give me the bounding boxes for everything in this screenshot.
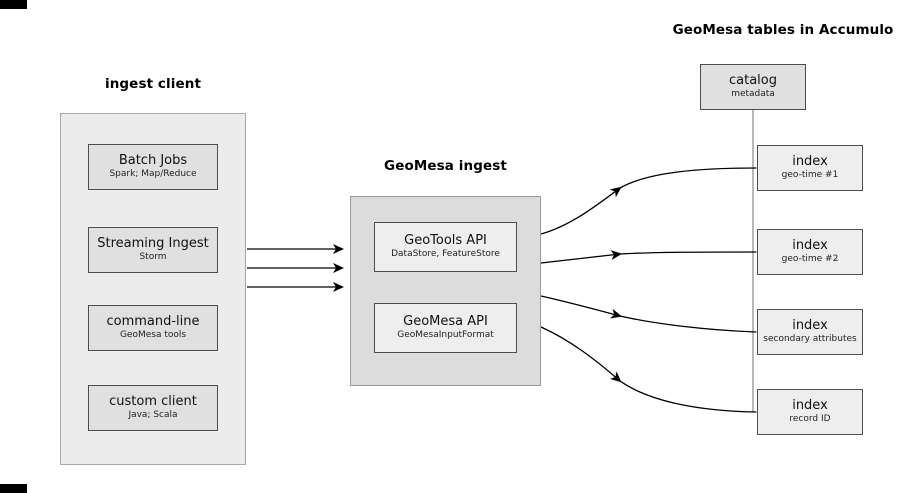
node-geotools-api: GeoTools API DataStore, FeatureStore: [374, 222, 517, 272]
node-sub: GeoMesaInputFormat: [397, 330, 494, 341]
corner-mark-top: [0, 0, 27, 9]
node-label: GeoMesa API: [403, 313, 488, 329]
node-index-geotime-2: index geo-time #2: [757, 229, 863, 275]
ingest-client-title: ingest client: [104, 76, 202, 92]
arrow-ingest-to-index-2: [540, 250, 622, 264]
node-label: index: [792, 237, 828, 253]
accumulo-title: GeoMesa tables in Accumulo: [672, 22, 894, 38]
node-label: index: [792, 397, 828, 413]
arrow-ingest-to-index-3-tail: [619, 315, 757, 333]
node-batch-jobs: Batch Jobs Spark; Map/Reduce: [88, 144, 218, 190]
node-sub: record ID: [789, 414, 831, 425]
node-sub: geo-time #2: [781, 254, 839, 265]
node-index-secondary-attributes: index secondary attributes: [757, 309, 863, 355]
node-label: Batch Jobs: [118, 152, 188, 168]
node-sub: metadata: [731, 89, 775, 100]
node-command-line: command-line GeoMesa tools: [88, 305, 218, 351]
arrow-ingest-to-index-1-tail: [619, 167, 757, 189]
node-index-geotime-1: index geo-time #1: [757, 145, 863, 191]
node-sub: DataStore, FeatureStore: [391, 249, 500, 260]
node-custom-client: custom client Java; Scala: [88, 385, 218, 431]
node-streaming-ingest: Streaming Ingest Storm: [88, 227, 218, 273]
node-sub: Java; Scala: [128, 410, 178, 421]
node-sub: Storm: [139, 252, 167, 263]
arrow-ingest-to-index-4: [540, 326, 622, 383]
node-label: Streaming Ingest: [97, 235, 209, 251]
node-label: catalog: [729, 72, 777, 88]
arrow-ingest-to-index-2-tail: [619, 251, 757, 255]
geomesa-ingest-title: GeoMesa ingest: [384, 158, 507, 174]
node-label: GeoTools API: [404, 232, 487, 248]
arrow-ingest-to-index-4-tail: [619, 380, 757, 413]
node-catalog: catalog metadata: [700, 64, 806, 110]
node-label: index: [792, 317, 828, 333]
node-sub: Spark; Map/Reduce: [109, 169, 197, 180]
node-label: index: [792, 153, 828, 169]
node-sub: secondary attributes: [763, 334, 857, 345]
arrow-ingest-to-index-1: [540, 186, 622, 235]
node-geomesa-api: GeoMesa API GeoMesaInputFormat: [374, 303, 517, 353]
node-label: command-line: [106, 313, 200, 329]
node-sub: GeoMesa tools: [119, 330, 187, 341]
node-label: custom client: [109, 393, 197, 409]
corner-mark-bottom: [0, 484, 27, 493]
node-index-record-id: index record ID: [757, 389, 863, 435]
node-sub: geo-time #1: [781, 170, 839, 181]
arrow-ingest-to-index-3: [540, 295, 622, 319]
